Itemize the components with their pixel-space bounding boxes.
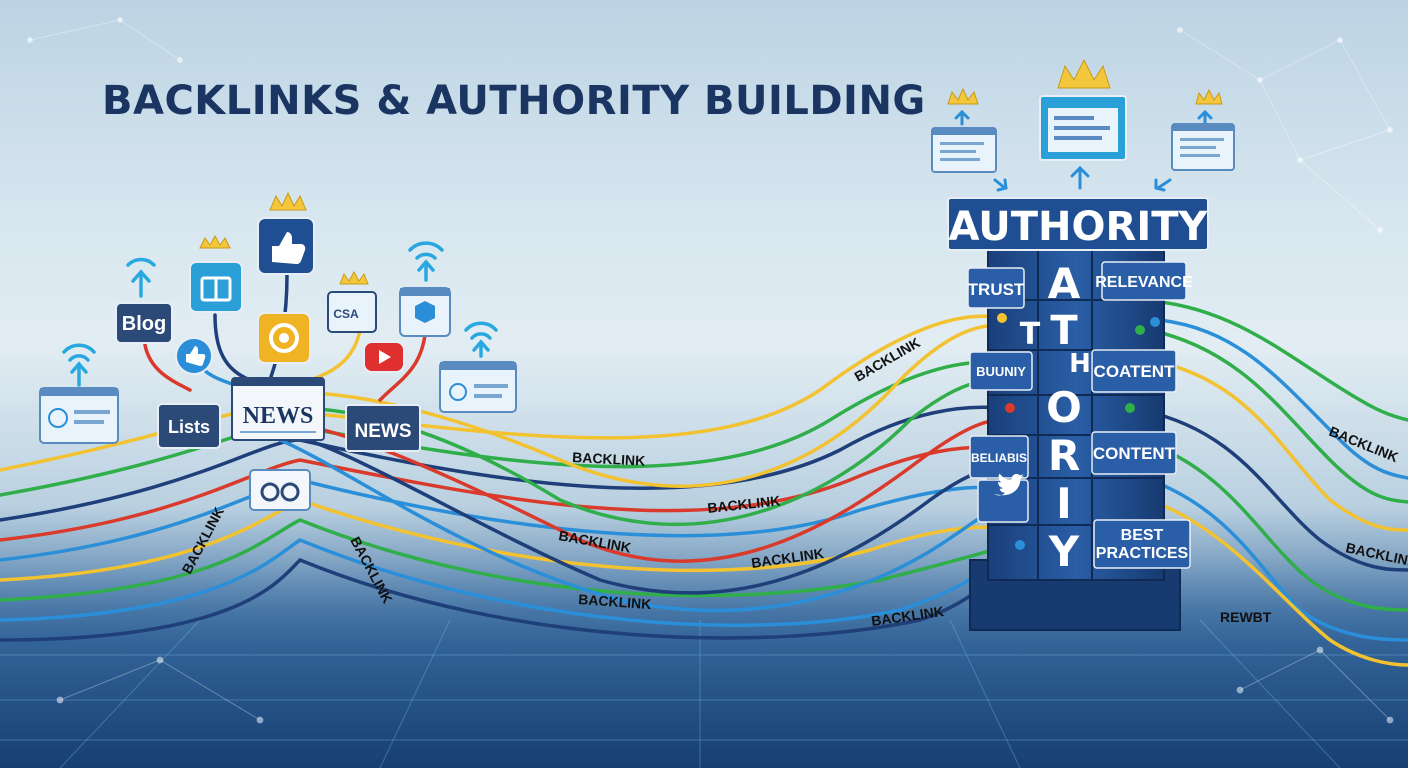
crown-icon bbox=[1057, 58, 1111, 89]
twitter-icon bbox=[994, 473, 1024, 496]
relevance-block bbox=[1101, 261, 1187, 301]
up-arrow-icon bbox=[126, 257, 156, 298]
blog-icon bbox=[115, 302, 173, 344]
web-card-center bbox=[1039, 95, 1127, 161]
pillar-letter: T bbox=[1050, 308, 1078, 354]
sky-network bbox=[27, 17, 1393, 233]
page-title: BACKLINKS & AUTHORITY BUILDING bbox=[102, 78, 926, 124]
video-icon bbox=[363, 341, 405, 373]
backlink-label: BACKLINK bbox=[707, 492, 781, 516]
browser-card-icon bbox=[39, 387, 119, 444]
crown-icon bbox=[269, 191, 307, 211]
backlink-label: BACKLINK bbox=[572, 449, 646, 469]
best-practices-block bbox=[1093, 519, 1191, 569]
calendar-icon bbox=[189, 261, 243, 313]
arrow-icons bbox=[954, 109, 1213, 192]
pillar-letter: I bbox=[1056, 479, 1072, 528]
crown-icon bbox=[1195, 88, 1223, 105]
coatent-label: COATENT bbox=[1094, 362, 1176, 381]
authority-pillar bbox=[947, 197, 1209, 631]
news-secondary-label: NEWS bbox=[355, 421, 412, 442]
rewbt-label: REWBT bbox=[1220, 609, 1272, 625]
lists-label: Lists bbox=[168, 417, 210, 437]
pillar-letter: H bbox=[1069, 349, 1091, 379]
buuniy-label: BUUNIY bbox=[976, 364, 1026, 379]
floor-grid bbox=[0, 619, 1408, 768]
thumbs-up-icon bbox=[257, 217, 315, 275]
browser-card-icon bbox=[439, 361, 517, 413]
link-card-icon bbox=[249, 469, 311, 511]
buuniy-block bbox=[969, 351, 1033, 391]
csa-label: CSA bbox=[333, 307, 359, 321]
lists-card-icon bbox=[157, 403, 221, 449]
best-practices-label: BEST PRACTICES bbox=[1095, 527, 1189, 562]
document-card-icon bbox=[327, 291, 377, 333]
wifi-icon bbox=[464, 321, 498, 358]
content-block bbox=[1091, 431, 1177, 475]
wifi-icon bbox=[408, 241, 444, 282]
pillar-letter: A bbox=[1048, 259, 1081, 308]
pillar-header: AUTHORITY bbox=[949, 204, 1209, 250]
floor-network bbox=[56, 646, 1394, 724]
web-card-left bbox=[931, 127, 997, 173]
news-main-label: NEWS bbox=[243, 403, 314, 429]
app-icon bbox=[257, 312, 311, 364]
pillar-vertical-letters: A T T H O R I Y bbox=[1020, 259, 1091, 576]
pillar-letter: R bbox=[1048, 431, 1080, 480]
pillar-letter: Y bbox=[1048, 527, 1080, 576]
pillar-letter: O bbox=[1046, 383, 1082, 432]
content-label: CONTENT bbox=[1093, 444, 1176, 463]
best-practices-label-wrap: BEST PRACTICES bbox=[1095, 527, 1189, 562]
backlink-label: BACKLINK bbox=[578, 591, 652, 612]
crown-icon bbox=[947, 87, 979, 105]
trust-label: TRUST bbox=[968, 280, 1025, 299]
web-card-right bbox=[1171, 123, 1235, 171]
pillar-letter: T bbox=[1020, 317, 1041, 352]
crown-icon bbox=[199, 234, 231, 249]
news-card-secondary bbox=[345, 404, 421, 452]
like-icon bbox=[175, 337, 213, 375]
blog-label: Blog bbox=[122, 313, 166, 335]
trust-block bbox=[967, 267, 1025, 309]
news-card-main bbox=[231, 377, 325, 441]
coatent-block bbox=[1091, 349, 1177, 393]
box-icon bbox=[399, 287, 451, 337]
crown-icon bbox=[339, 270, 369, 285]
beliabis-label: BELIABIS bbox=[971, 451, 1027, 465]
wifi-icon bbox=[62, 343, 96, 387]
relevance-label: RELEVANCE bbox=[1095, 274, 1193, 291]
